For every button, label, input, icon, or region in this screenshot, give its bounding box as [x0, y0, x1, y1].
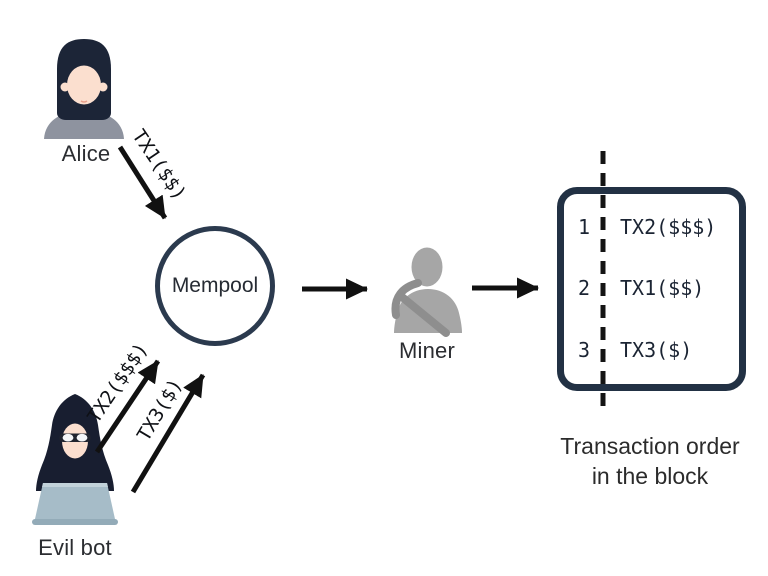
block-caption-line2: in the block — [591, 463, 709, 489]
alice-mouth — [80, 100, 88, 103]
evil-bot-laptop-base — [32, 519, 118, 525]
alice-face — [67, 65, 101, 105]
block-row-2-tx: TX1($$) — [620, 276, 705, 300]
mempool-label: Mempool — [171, 274, 259, 297]
alice-avatar-icon — [44, 39, 124, 139]
evil-bot-lens-right — [76, 433, 88, 442]
pickaxe-handle-icon — [398, 293, 450, 337]
block-row-2-position: 2 — [577, 276, 591, 300]
evil-bot-avatar-icon — [32, 394, 118, 525]
block-caption-line1: Transaction order — [560, 433, 740, 459]
block-box: 1 TX2($$$) 2 TX1($$) 3 TX3($) — [557, 187, 746, 391]
evil-bot-lens-left — [62, 433, 74, 442]
miner-icon — [391, 247, 462, 337]
block-row-3-tx: TX3($) — [620, 338, 693, 362]
alice-label: Alice — [61, 141, 111, 166]
miner-label: Miner — [398, 338, 455, 363]
evil-bot-laptop-edge — [42, 483, 108, 487]
block-row-1-tx: TX2($$$) — [620, 215, 717, 239]
block-row-3-position: 3 — [577, 338, 591, 362]
miner-head — [411, 247, 443, 287]
mempool-node: Mempool — [155, 226, 275, 346]
block-row-3: 3 TX3($) — [564, 338, 739, 366]
block-caption: Transaction order in the block — [540, 431, 760, 491]
block-row-1: 1 TX2($$$) — [564, 215, 739, 243]
evil-bot-laptop-icon — [35, 483, 115, 519]
block-row-1-position: 1 — [577, 215, 591, 239]
evil-bot-label: Evil bot — [38, 535, 112, 560]
block-row-2: 2 TX1($$) — [564, 276, 739, 304]
